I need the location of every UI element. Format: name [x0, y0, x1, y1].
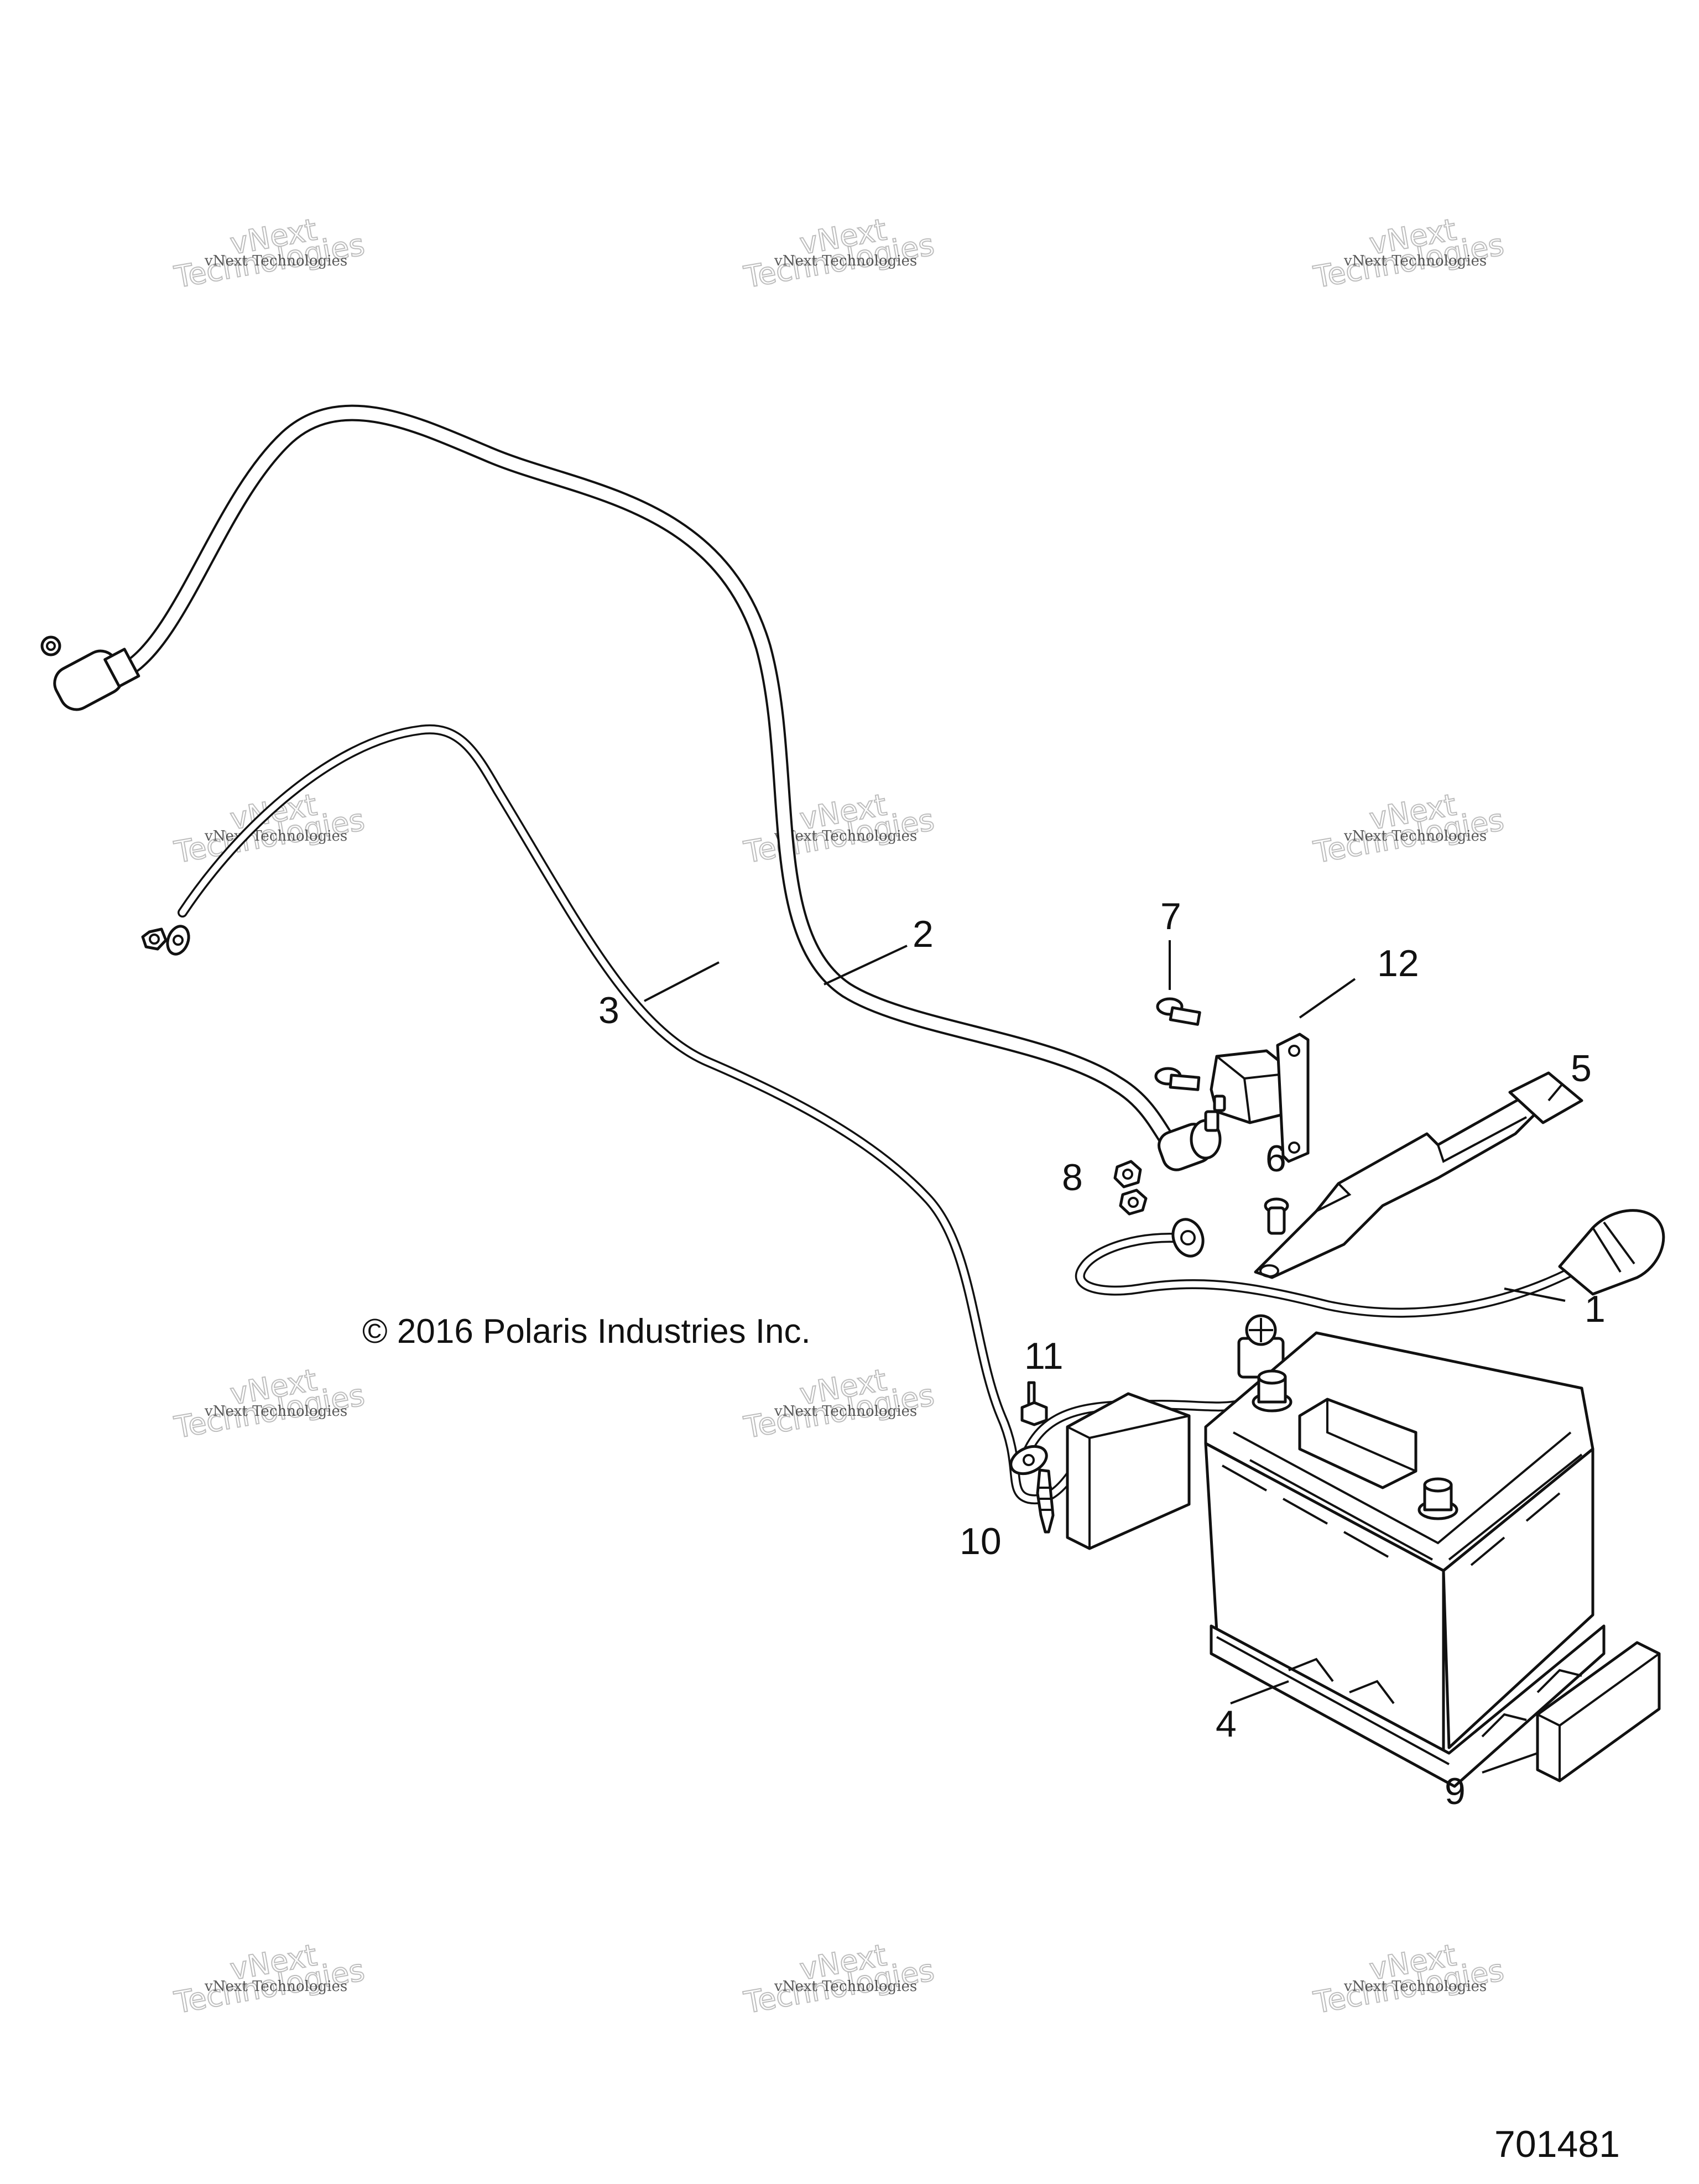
svg-text:vNext Technologies: vNext Technologies [204, 253, 347, 269]
screw-7-lower [1154, 1067, 1201, 1091]
leader-3 [644, 961, 720, 1002]
callout-1: 1 [1585, 1288, 1606, 1330]
svg-text:vNext Technologies: vNext Technologies [774, 253, 917, 269]
svg-text:vNext Technologies: vNext Technologies [204, 1403, 347, 1420]
cable-2-boot-left [40, 635, 140, 711]
watermark: vNext Technologies vNext Technologies [741, 786, 937, 871]
svg-text:vNext Technologies: vNext Technologies [1343, 253, 1487, 269]
solenoid [1204, 1033, 1310, 1163]
bolt-10 [1036, 1468, 1055, 1534]
watermark: vNext Technologies vNext Technologies [1310, 211, 1507, 295]
callout-8: 8 [1062, 1156, 1083, 1198]
leader-5 [1547, 1083, 1564, 1102]
callout-10: 10 [960, 1520, 1002, 1562]
cable-2 [119, 404, 1175, 1148]
leader-1 [1504, 1288, 1566, 1302]
nut-8b [1119, 1189, 1148, 1216]
leader-4 [1230, 1680, 1289, 1705]
hold-down-strap [1254, 1071, 1583, 1279]
svg-text:vNext Technologies: vNext Technologies [774, 828, 917, 845]
nut-11 [1020, 1381, 1048, 1426]
watermark: vNext Technologies vNext Technologies [171, 1937, 368, 2021]
callout-12: 12 [1377, 942, 1419, 984]
callout-7: 7 [1160, 895, 1181, 937]
copyright-notice: © 2016 Polaris Industries Inc. [362, 1312, 811, 1351]
battery-terminal-negative [1417, 1477, 1458, 1520]
callout-5: 5 [1571, 1047, 1592, 1090]
watermark: vNext Technologies vNext Technologies [1310, 786, 1507, 871]
callout-11: 11 [1024, 1335, 1064, 1377]
pad-left [1066, 1392, 1191, 1550]
callout-4: 4 [1216, 1703, 1237, 1745]
watermark: vNext Technologies vNext Technologies [171, 786, 368, 871]
leader-9 [1482, 1752, 1538, 1774]
cable-1 [1075, 1218, 1576, 1318]
lower-ring-terminal [1009, 1445, 1048, 1476]
watermark: vNext Technologies vNext Technologies [171, 211, 368, 295]
watermark: vNext Technologies vNext Technologies [741, 211, 937, 295]
battery-terminal-positive [1252, 1369, 1293, 1412]
leader-12 [1299, 978, 1356, 1019]
battery-clamp [1237, 1314, 1285, 1379]
callout-9: 9 [1445, 1770, 1466, 1812]
svg-text:vNext Technologies: vNext Technologies [1343, 1978, 1487, 1995]
leader-lines [644, 940, 1566, 1774]
nut-8a [1113, 1160, 1142, 1189]
screw-7-top [1156, 997, 1201, 1026]
svg-text:vNext Technologies: vNext Technologies [774, 1403, 917, 1420]
svg-text:vNext Technologies: vNext Technologies [774, 1978, 917, 1995]
watermark: vNext Technologies vNext Technologies [1310, 1937, 1507, 2021]
callout-6: 6 [1265, 1138, 1286, 1180]
drawing-number: 701481 [1494, 2123, 1620, 2165]
svg-text:vNext Technologies: vNext Technologies [204, 1978, 347, 1995]
svg-text:vNext Technologies: vNext Technologies [204, 828, 347, 845]
cable-1-boot [1558, 1209, 1665, 1296]
watermark: vNext Technologies vNext Technologies [741, 1937, 937, 2021]
leader-2 [824, 945, 908, 986]
watermark: vNext Technologies vNext Technologies [741, 1362, 937, 1446]
callout-2: 2 [913, 913, 934, 955]
callout-3: 3 [598, 989, 619, 1031]
cable-3-ring-terminal [141, 925, 190, 956]
pad-9 [1536, 1641, 1661, 1782]
callouts: 1 2 3 4 5 6 7 8 9 10 11 12 [598, 895, 1606, 1812]
screw-6 [1264, 1197, 1289, 1235]
battery [1204, 1331, 1606, 1788]
watermark: vNext Technologies vNext Technologies [171, 1362, 368, 1446]
svg-text:vNext Technologies: vNext Technologies [1343, 828, 1487, 845]
